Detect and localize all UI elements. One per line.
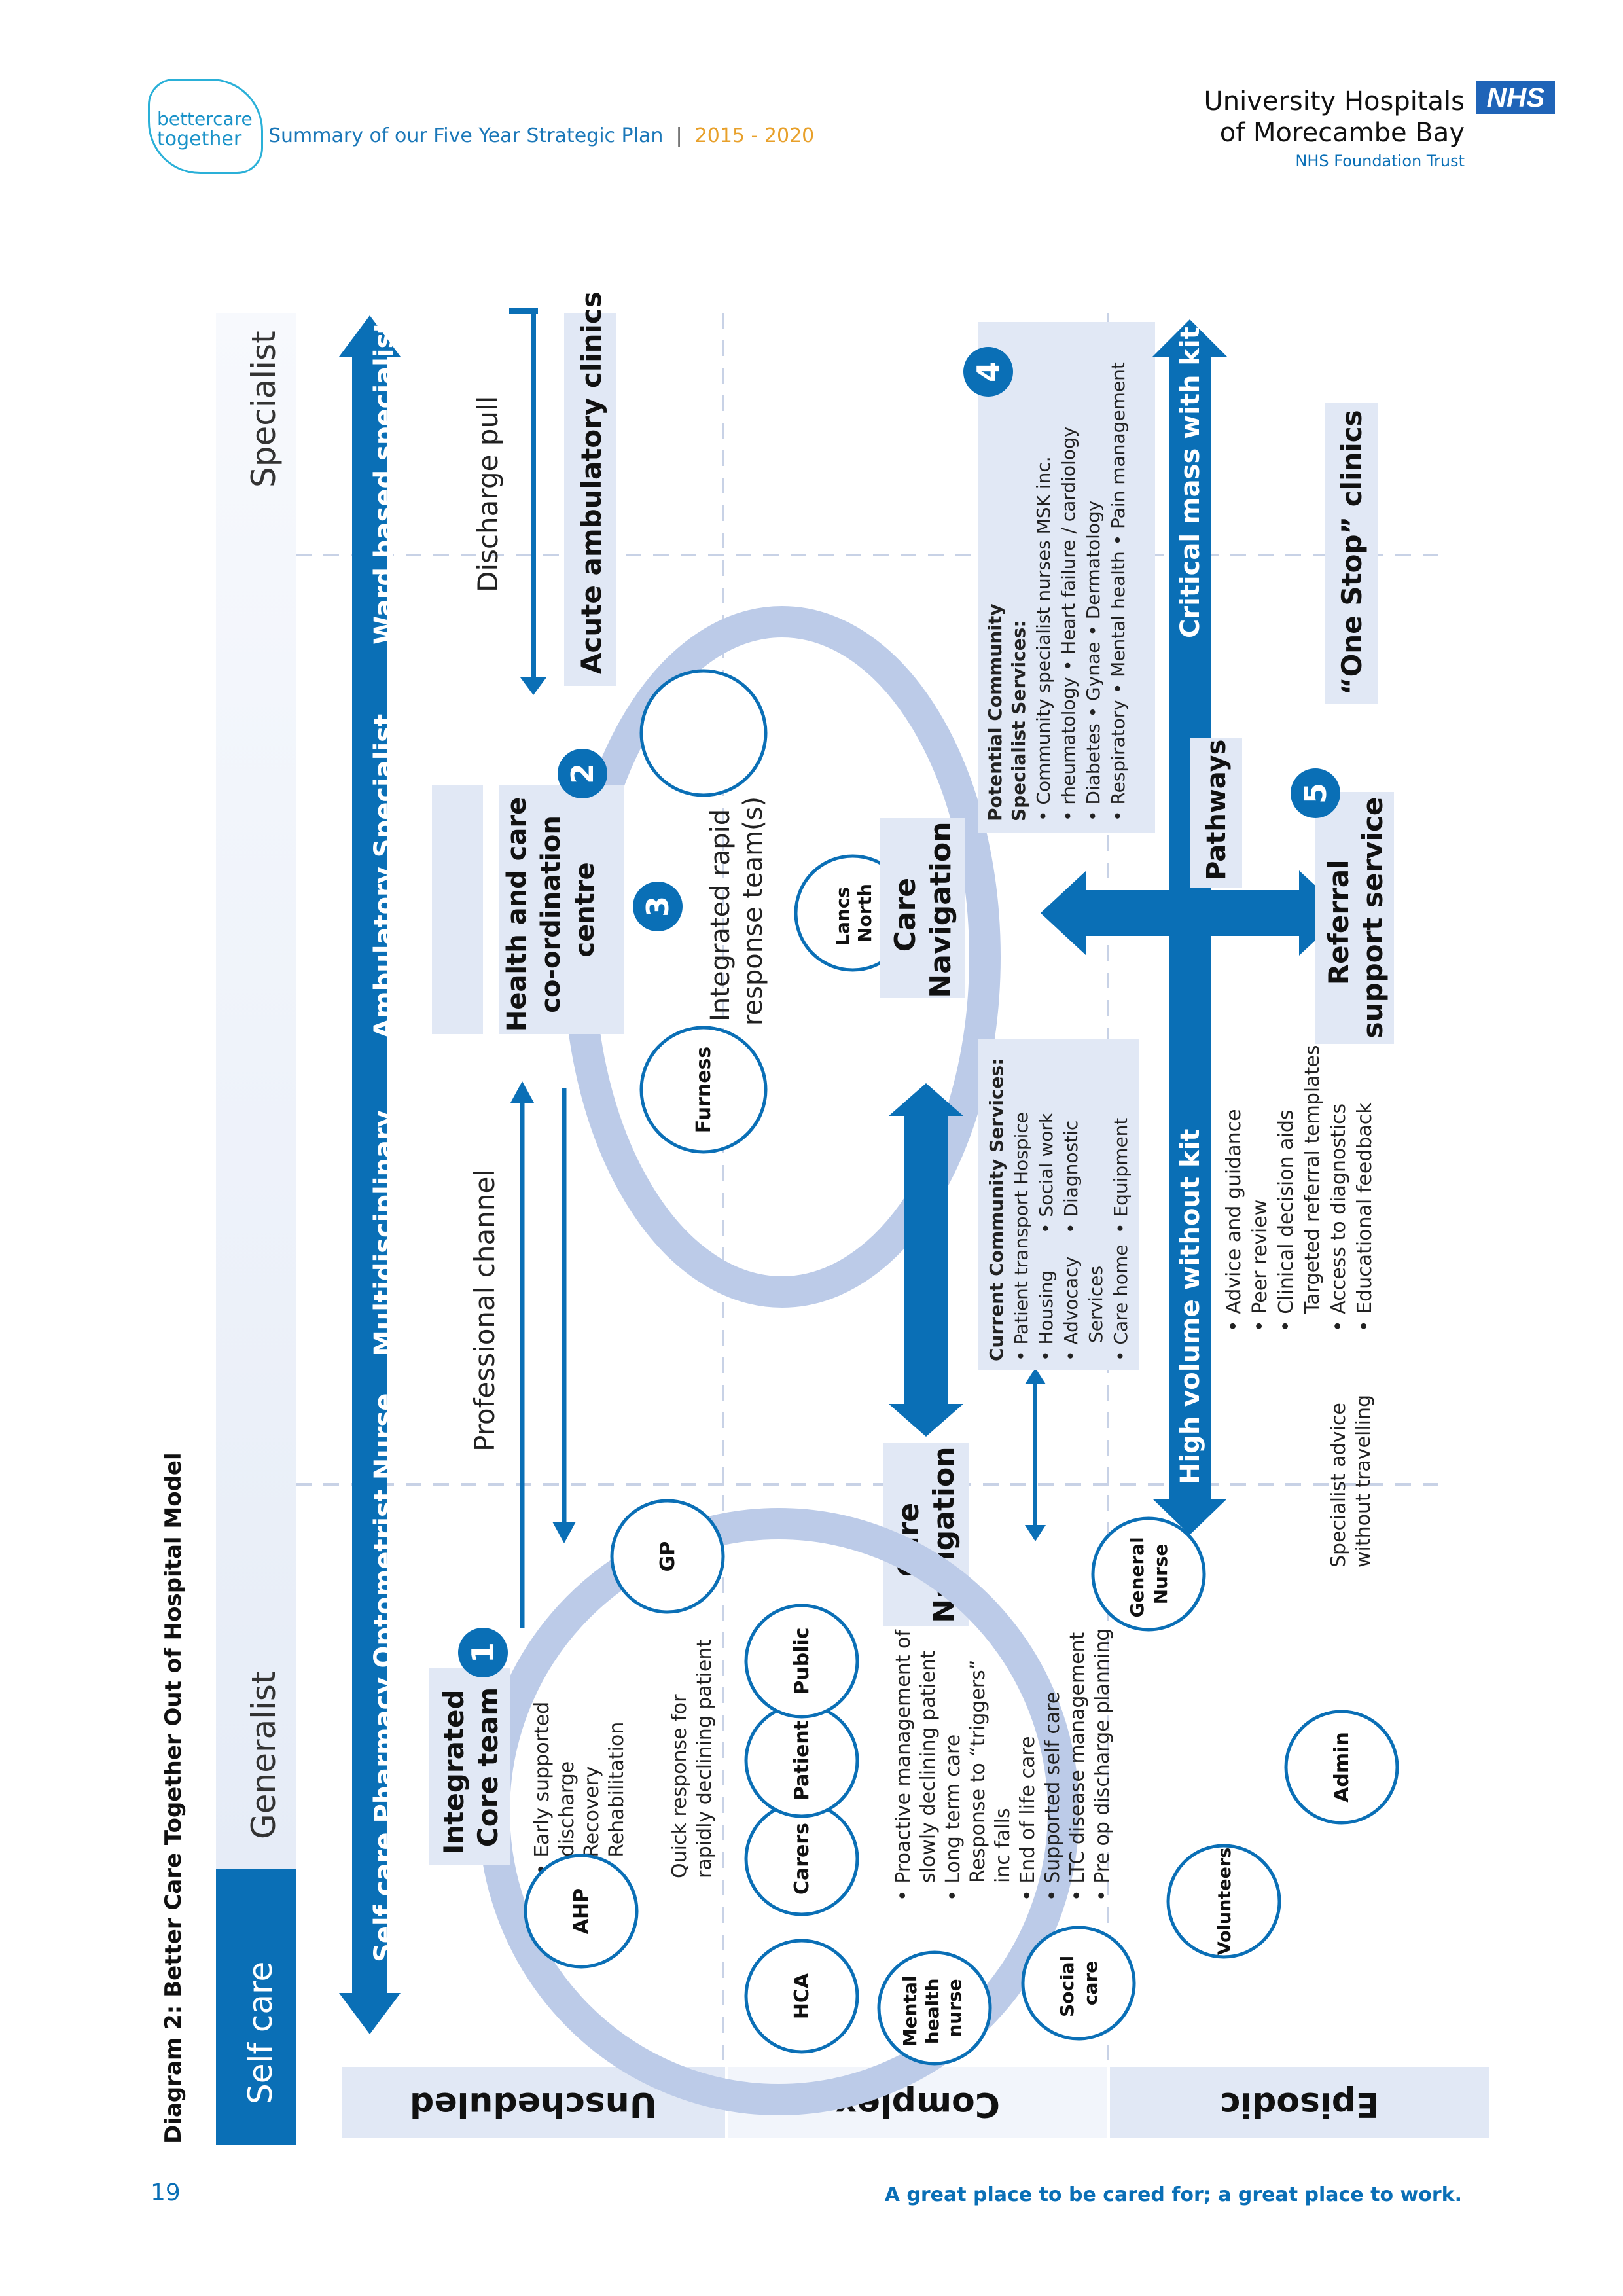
nhs-logo: NHS <box>1476 81 1555 114</box>
summary-years: 2015 - 2020 <box>694 124 815 147</box>
row-label-unscheduled: Unscheduled <box>410 2085 657 2124</box>
care-navigation-link-arrow <box>889 1083 963 1437</box>
number-badge-5 <box>1291 768 1340 818</box>
referral-label: Referral support service <box>1323 797 1389 1039</box>
advice-list: • Advice and guidance • Peer review • Cl… <box>1222 1039 1376 1332</box>
potential-services-text: Potential Community Specialist Services:… <box>984 362 1129 821</box>
gp-label: GP <box>656 1541 679 1572</box>
row-band-episodic <box>1110 2067 1489 2138</box>
public-label: Public <box>791 1627 813 1695</box>
pathways-arrow <box>1041 870 1345 956</box>
self-care-label: Self care <box>241 1962 279 2104</box>
arrow-segment-3: Ambulatory Specialist <box>369 714 399 1039</box>
logo <box>148 79 263 174</box>
number-badge-4 <box>963 347 1013 397</box>
grid-lines <box>296 313 1440 2062</box>
circle-mental-health-nurse <box>877 1950 992 2066</box>
core-team-list: • Early supported discharge • Recovery •… <box>531 1695 628 1875</box>
current-services-text: Current Community Services: • Patient tr… <box>986 1052 1132 1361</box>
core-team-label: Integrated Core team <box>438 1680 504 1854</box>
logo-text-2: together <box>157 128 242 151</box>
circle-hca <box>744 1939 859 2054</box>
footer-tagline: A great place to be cared for; a great p… <box>884 2183 1462 2206</box>
social-care-label: Social care <box>1056 1949 1101 2017</box>
diagram-title: Diagram 2: Better Care Together Out of H… <box>160 1452 187 2144</box>
number-badge-2 <box>558 749 607 798</box>
number-3: 3 <box>640 896 675 917</box>
professional-channel-label: Professional channel <box>469 1169 501 1452</box>
mental-health-nurse-label: Mental health nurse <box>899 1969 965 2047</box>
integrated-rapid-label: Integrated rapid response team(s) <box>705 797 768 1026</box>
empty-circle <box>639 669 768 797</box>
complex-list: • Proactive management of slowly declini… <box>892 1623 1114 1901</box>
quick-response-label: Quick response for rapidly declining pat… <box>668 1640 716 1878</box>
coordination-centre-box <box>499 785 624 1034</box>
circle-general-nurse <box>1091 1516 1206 1632</box>
header-summary: Summary of our Five Year Strategic Plan … <box>268 124 814 147</box>
generalist-label: Generalist <box>245 1671 283 1839</box>
furness-label: Furness <box>692 1047 715 1134</box>
trust-name-1: University Hospitals <box>1204 86 1465 117</box>
lancs-north-label: Lancs North <box>832 880 876 946</box>
critical-mass-label: Critical mass with kit <box>1175 327 1205 638</box>
pathways-box <box>1190 738 1242 888</box>
number-5: 5 <box>1298 783 1333 804</box>
circle-social-care <box>1021 1926 1136 2041</box>
number-2: 2 <box>565 763 600 784</box>
page-number: 19 <box>151 2179 181 2206</box>
coordination-centre-label: Health and care co-ordination centre <box>502 788 600 1031</box>
circle-ahp <box>524 1854 639 1969</box>
arrow-segment-4: Ward based specialist <box>369 321 399 645</box>
number-badge-3 <box>633 882 683 931</box>
carers-label: Carers <box>791 1823 813 1895</box>
summary-text: Summary of our Five Year Strategic Plan <box>268 124 664 147</box>
referral-box <box>1315 792 1394 1044</box>
circle-furness <box>639 1026 768 1154</box>
potential-services-box <box>978 322 1155 833</box>
general-nurse-label: General Nurse <box>1126 1531 1171 1618</box>
patient-label: Patient <box>791 1721 813 1801</box>
nhs-logo-text: NHS <box>1486 82 1545 113</box>
volunteers-label: Volunteers <box>1215 1848 1235 1956</box>
row-label-episodic: Episodic <box>1220 2085 1379 2124</box>
discharge-pull-label: Discharge pull <box>472 396 504 592</box>
arrow-segment-1: Self care Pharmacy Optometrist Nurse <box>369 1393 399 1962</box>
circle-gp <box>610 1499 725 1614</box>
specialist-advice-label: Specialist advice without travelling <box>1327 1395 1375 1568</box>
acute-clinics-box <box>564 313 616 686</box>
circle-public <box>744 1604 859 1719</box>
one-stop-box <box>1325 403 1378 704</box>
generalist-specialist-band <box>216 313 296 2145</box>
logo-text-1: bettercare <box>157 108 253 130</box>
number-badge-1 <box>458 1628 508 1677</box>
summary-separator: | <box>669 124 689 147</box>
number-1: 1 <box>465 1642 501 1663</box>
core-team-box <box>429 1668 510 1865</box>
trust-name-2: of Morecambe Bay <box>1219 118 1465 148</box>
acute-clinics-label: Acute ambulatory clinics <box>575 291 607 674</box>
circle-admin <box>1284 1710 1399 1825</box>
circle-volunteers <box>1166 1844 1281 1959</box>
coordination-centre-side-box <box>432 785 483 1034</box>
current-services-text-2: • Social work • Diagnostic • Equipment <box>1035 1107 1132 1234</box>
care-spectrum-arrow <box>339 315 401 2034</box>
pathways-label: Pathways <box>1202 740 1232 880</box>
care-navigation-label-top: Care Navigation <box>889 821 957 997</box>
arrow-segment-2: Multidisciplinary <box>369 1110 399 1356</box>
self-care-band <box>216 1869 296 2145</box>
ahp-label: AHP <box>570 1888 593 1934</box>
number-4: 4 <box>971 361 1006 382</box>
trust-name-3: NHS Foundation Trust <box>1295 152 1465 170</box>
admin-label: Admin <box>1330 1732 1353 1803</box>
current-services-box <box>978 1039 1139 1370</box>
specialist-label: Specialist <box>245 331 283 488</box>
hca-label: HCA <box>791 1973 813 2019</box>
one-stop-label: “One Stop” clinics <box>1336 410 1368 695</box>
care-navigation-box-top <box>880 818 965 998</box>
high-volume-label: High volume without kit <box>1175 1129 1205 1484</box>
